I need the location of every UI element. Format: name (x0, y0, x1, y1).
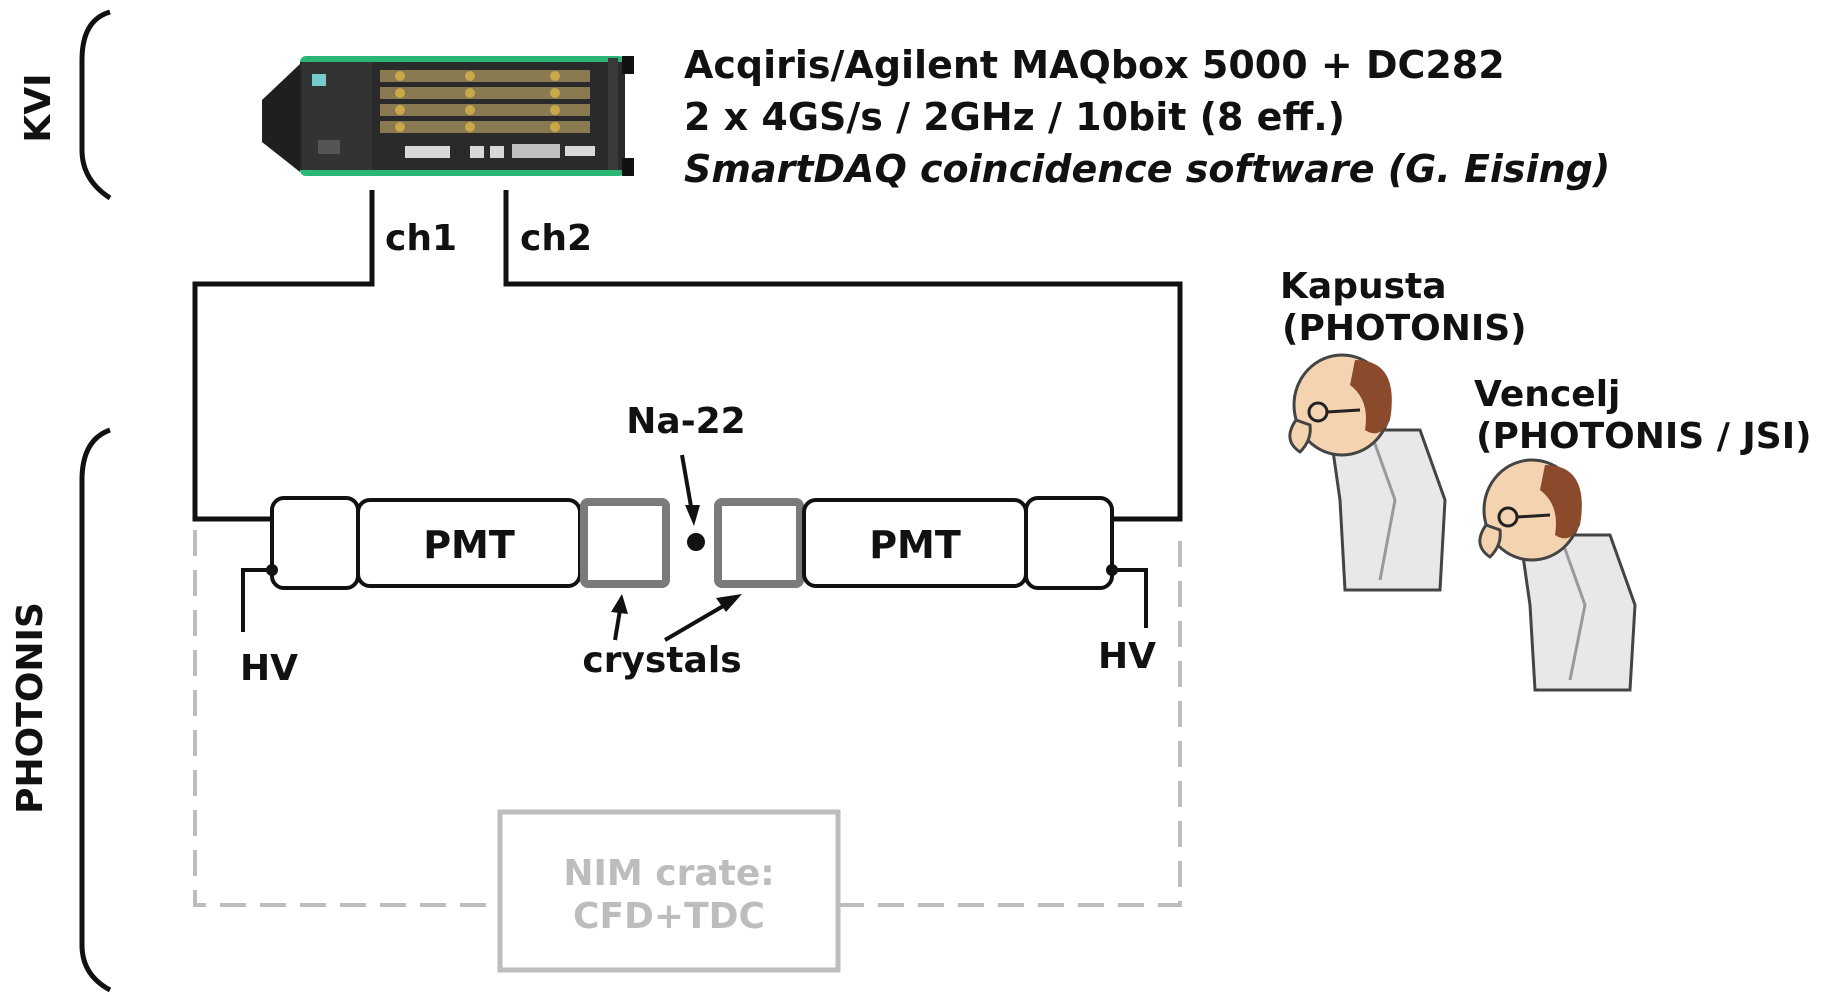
na22-source-dot (687, 533, 705, 551)
digitizer-device-image (262, 56, 634, 176)
crystals-arrows (611, 594, 742, 642)
person-2-cartoon (1478, 458, 1637, 692)
nim-dashed-cables (193, 530, 1182, 907)
source-label: Na-22 (626, 401, 745, 442)
base-right (1024, 496, 1114, 590)
channel-cables (192, 190, 1183, 522)
detector-left: PMT (270, 496, 670, 590)
detector-right: PMT (714, 496, 1114, 590)
cable-ch1 (192, 190, 375, 522)
person-2-name: Vencelj (1474, 374, 1620, 415)
hv-left-label: HV (240, 648, 298, 689)
hv-left-wire (241, 568, 272, 632)
hv-right-connector (1106, 564, 1118, 576)
person-1-cartoon (1288, 353, 1447, 592)
person-2-affiliation: (PHOTONIS / JSI) (1476, 416, 1812, 457)
hv-left-connector (266, 564, 278, 576)
hv-right-wire (1112, 568, 1148, 628)
cable-ch2 (503, 190, 1183, 522)
section-label-kvi: KVI (18, 73, 59, 142)
channel-label-ch2: ch2 (520, 218, 592, 259)
section-label-photonis: PHOTONIS (10, 602, 51, 814)
person-1-affiliation: (PHOTONIS) (1282, 308, 1527, 349)
device-info-line2: 2 x 4GS/s / 2GHz / 10bit (8 eff.) (684, 95, 1345, 139)
crystal-left (580, 498, 670, 588)
person-1-name: Kapusta (1280, 266, 1447, 307)
nim-crate-sublabel: CFD+TDC (573, 896, 765, 937)
nim-crate-box: NIM crate: CFD+TDC (497, 809, 841, 973)
pmt-left-label: PMT (423, 523, 515, 567)
source-arrow (680, 454, 700, 526)
photonis-brace (79, 427, 112, 993)
nim-crate-label: NIM crate: (563, 853, 774, 894)
crystal-right (714, 498, 804, 588)
kvi-brace (79, 9, 112, 201)
device-info-line3: SmartDAQ coincidence software (G. Eising… (684, 147, 1610, 191)
crystals-label: crystals (582, 640, 741, 681)
channel-label-ch1: ch1 (385, 218, 457, 259)
hv-right-label: HV (1098, 636, 1156, 677)
device-info-line1: Acqiris/Agilent MAQbox 5000 + DC282 (684, 43, 1505, 87)
pmt-right-label: PMT (869, 523, 961, 567)
base-left (270, 496, 360, 590)
